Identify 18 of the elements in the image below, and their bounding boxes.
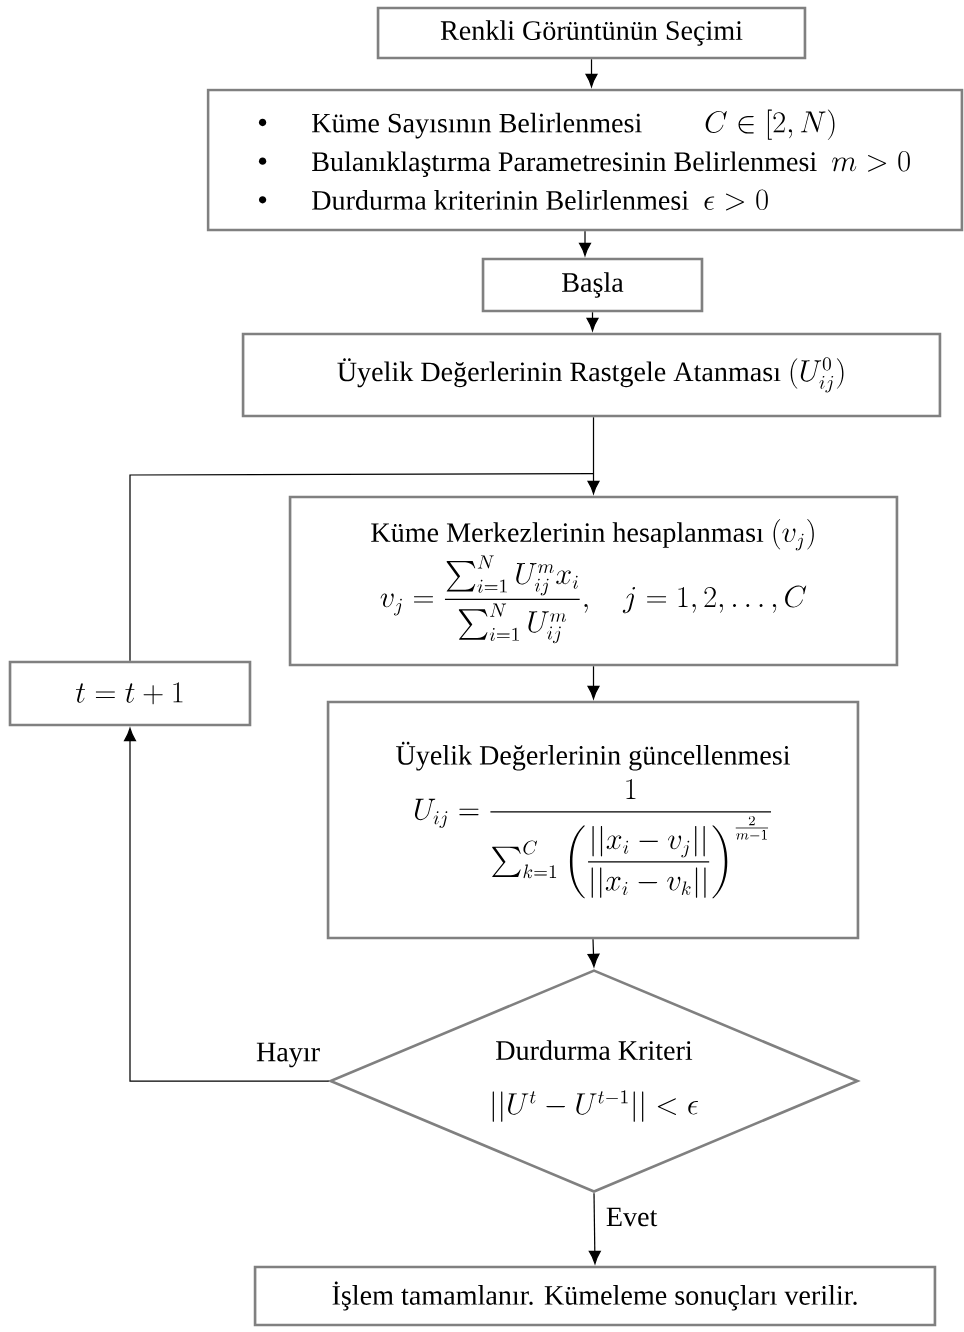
process-box: Üyelik Değerlerinin güncellenmesi $U_{ij} = \frac{1}{\sum\nolimits_{k=1}^{C} \left( \dfrac{\left|\left| x_i - v_j \right|\right|}{\left|\left| x_i - v_k \right|\right|} \right)^{\frac{2}{m-1}}}$ bbox=[326, 700, 860, 940]
process-box: Küme Sayısının Belirlenmesi $C \in [2, N)$ Bulanıklaştırma Parametresinin Belirlenmesi $m > 0$ Durdurma kriterinin Belirlenmesi $\epsilon > 0$ bbox=[206, 88, 964, 232]
process-box: Küme Merkezlerinin hesaplanması $(v_j)$ $v_j = \frac{\sum\nolimits_{i=1}^{N} U_{ij}^{m} x_i}{\sum\nolimits_{i=1}^{N} U_{ij}^{m}}, \quad j = 1,2, \ldots, C$ bbox=[288, 495, 899, 667]
arrow bbox=[587, 938, 600, 968]
edge-label: Hayır bbox=[252, 1039, 324, 1071]
arrow bbox=[586, 311, 599, 332]
process-box: $t = t + 1$ bbox=[8, 660, 252, 727]
process-box: Renkli Görüntünün Seçimi bbox=[376, 6, 807, 60]
arrow bbox=[123, 727, 330, 1082]
edge-label: Evet bbox=[602, 1204, 661, 1230]
process-box: İşlem tamamlanır. Kümeleme sonuçları verilir. bbox=[253, 1265, 937, 1327]
arrow bbox=[587, 416, 600, 495]
process-box: Başla bbox=[481, 257, 704, 313]
process-box: Üyelik Değerlerinin Rastgele Atanması $(U_{ij}^{0})$ bbox=[241, 332, 942, 418]
arrow bbox=[585, 58, 598, 88]
arrow bbox=[578, 230, 592, 257]
arrow bbox=[587, 665, 600, 700]
arrow bbox=[588, 1192, 601, 1265]
